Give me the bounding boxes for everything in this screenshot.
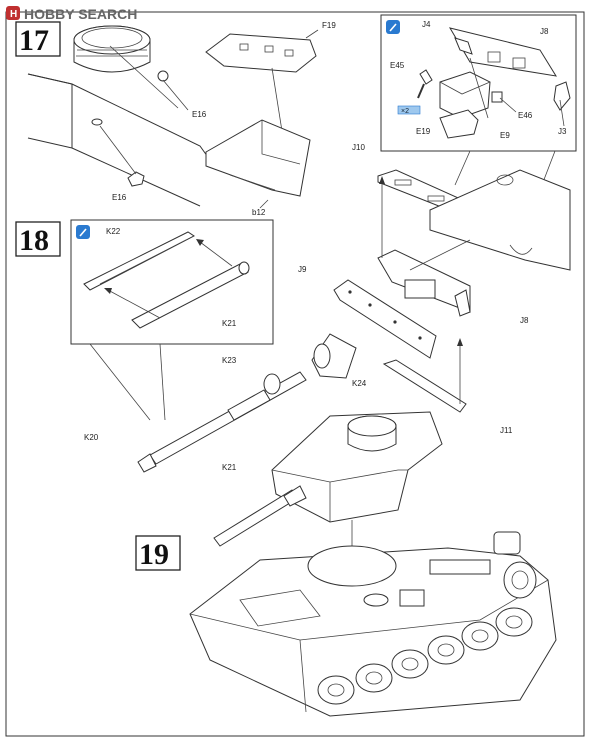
step-number: 17	[19, 24, 49, 57]
label-e16b: E16	[112, 193, 127, 202]
label-f19: F19	[322, 21, 336, 30]
svg-text:H: H	[10, 9, 17, 20]
label-e45: E45	[390, 61, 405, 70]
label-e16a: E16	[192, 110, 207, 119]
page-frame	[5, 11, 585, 737]
callout-suspension-detail: ×2 J4 J8 E45 E46 E19 E9 J3	[380, 14, 577, 152]
label-e46: E46	[518, 111, 533, 120]
step-number-box	[15, 21, 61, 57]
label-k24: K24	[352, 379, 367, 388]
label-j8a: J8	[540, 27, 549, 36]
label-k22: K22	[106, 227, 121, 236]
step-number-box	[15, 221, 61, 257]
hull-rear-deck	[27, 25, 211, 207]
label-k23: K23	[222, 356, 237, 365]
label-b12: b12	[252, 208, 266, 217]
label-k20: K20	[84, 433, 99, 442]
watermark: H HOBBY SEARCH	[6, 6, 137, 22]
turret	[213, 411, 443, 547]
label-j3: J3	[558, 127, 567, 136]
label-j10: J10	[352, 143, 365, 152]
step-number: 19	[139, 538, 169, 571]
label-j4: J4	[422, 20, 431, 29]
step-17: 17	[15, 21, 336, 217]
brand-logo-icon	[6, 6, 20, 20]
tank-hull	[189, 531, 557, 717]
callout-frame	[380, 14, 577, 152]
quantity-tag	[397, 105, 421, 115]
step-18: 18 K22 K21	[15, 219, 274, 421]
gun-assembly: K20 K21 K23 K24	[84, 333, 367, 473]
label-e9: E9	[500, 131, 510, 140]
step-number: 18	[19, 224, 49, 257]
label-k21a: K21	[222, 319, 237, 328]
callout-gun-detail	[70, 219, 274, 345]
step-19: 19	[135, 411, 557, 717]
label-e19: E19	[416, 127, 431, 136]
watermark-text: HOBBY SEARCH	[24, 6, 137, 22]
label-j9: J9	[298, 265, 307, 274]
label-j8b: J8	[520, 316, 529, 325]
hull-side-assembly: J10 J9 J8 J11	[298, 143, 571, 435]
label-k21b: K21	[222, 463, 237, 472]
label-j11: J11	[500, 426, 513, 435]
part-b12-box	[205, 119, 311, 209]
quantity-tag-text: ×2	[401, 108, 409, 115]
step-number-box	[135, 535, 181, 571]
